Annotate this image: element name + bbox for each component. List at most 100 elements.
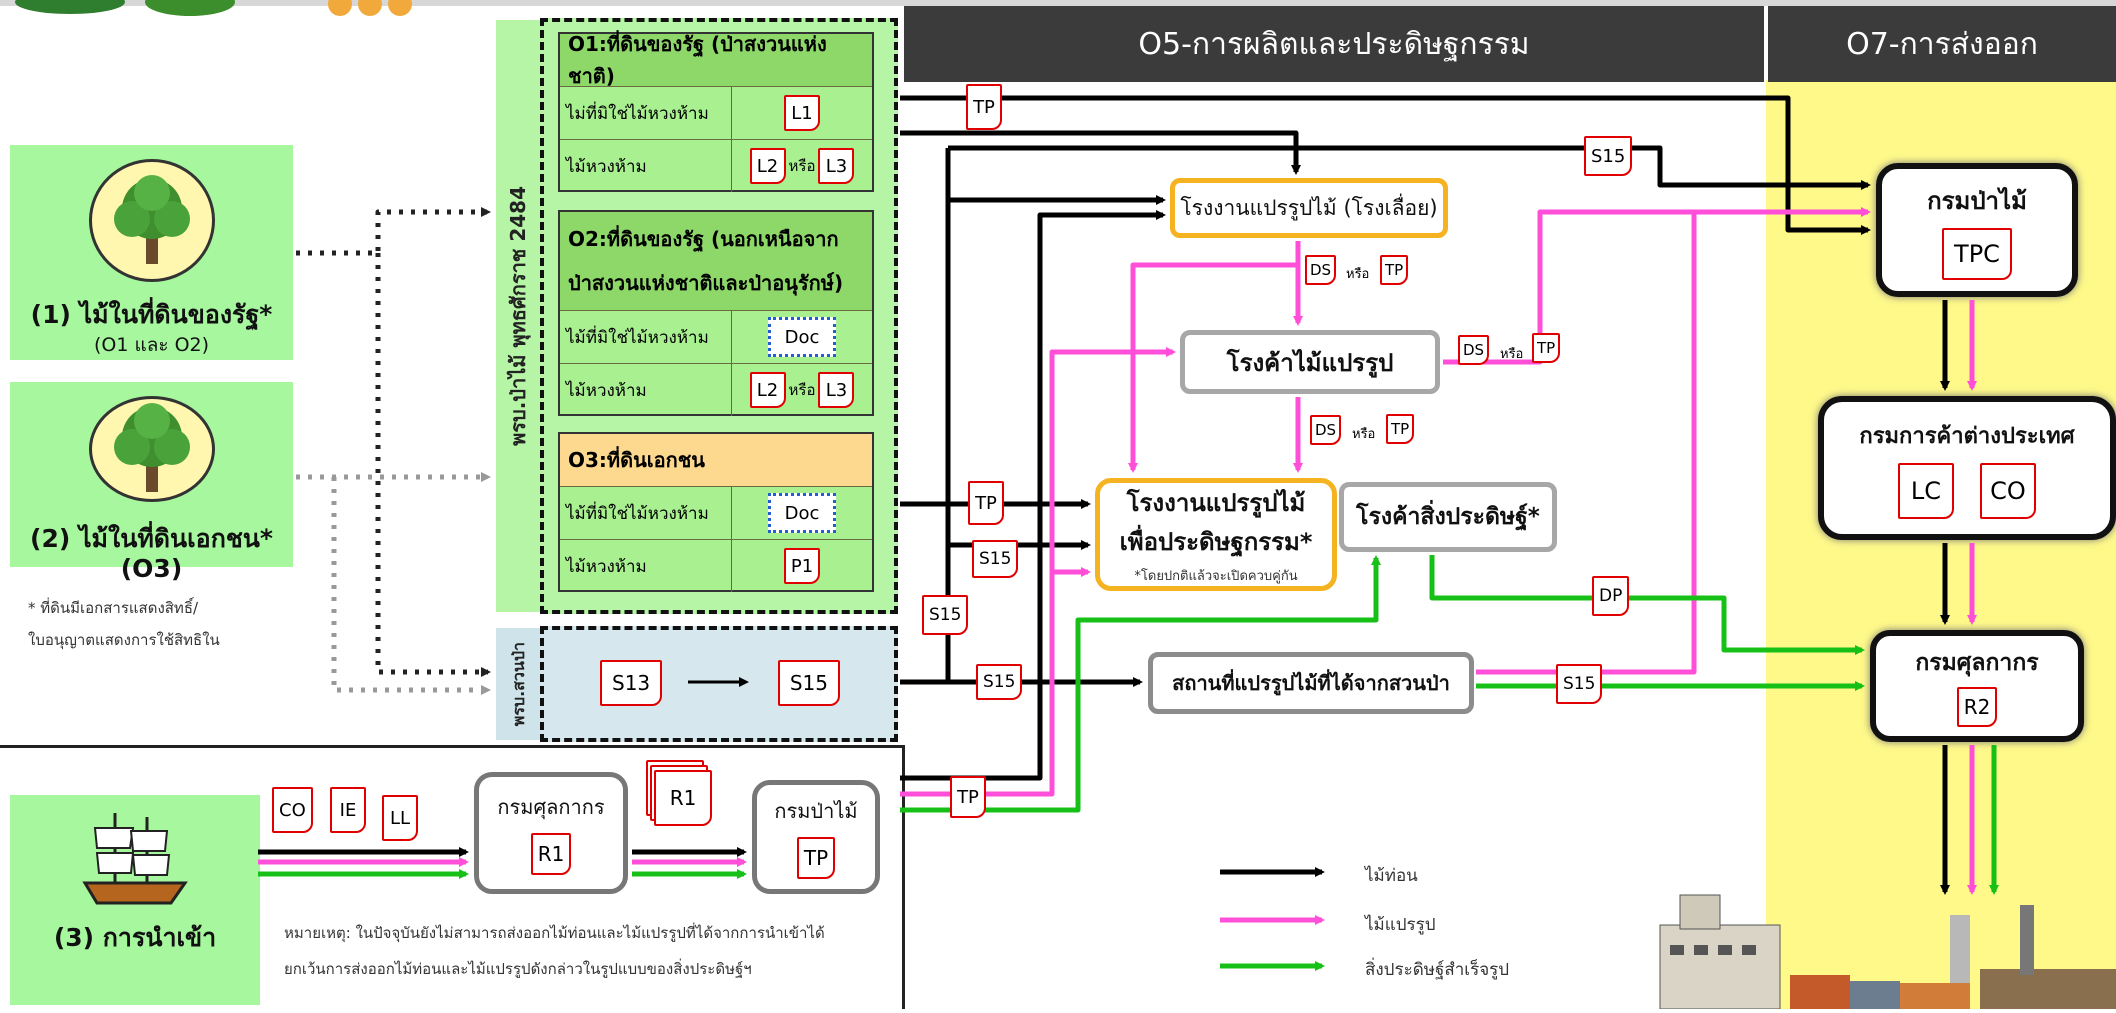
r1-stack: R1 <box>640 760 714 840</box>
o1-row2-label: ไม้หวงห้าม <box>560 140 732 192</box>
source-state-land: (1) ไม้ในที่ดินของรัฐ* (O1 และ O2) <box>10 145 293 360</box>
doc-ds-sawmill: DS <box>1305 255 1337 285</box>
source-1-sub: (O1 และ O2) <box>93 334 210 356</box>
processed-site-to-forest-dept <box>1476 212 1697 675</box>
doc-tp-top: TP <box>966 84 1002 130</box>
node-forest-dept-export: กรมป่าไม้ TPC <box>1876 163 2078 297</box>
o1-row1-label: ไม่ที่มิใช่ไม้หวงห้าม <box>560 87 732 139</box>
log-to-sawmill-top <box>900 130 1301 175</box>
doc-r1: R1 <box>530 833 572 875</box>
doc-s15-top: S15 <box>1584 136 1633 176</box>
source-import: (3) การนำเข้า <box>10 795 260 1005</box>
doc-doc: Doc <box>768 317 836 357</box>
o3-table: O3:ที่ดินเอกชน ไม้ที่มิใช่ไม้หวงห้าม Doc… <box>558 432 874 592</box>
header-o7: O7-การส่งออก <box>1768 6 2116 82</box>
o1-row-nonprotected: ไม่ที่มิใช่ไม้หวงห้าม L1 <box>560 86 872 139</box>
import-note-line1: หมายเหตุ: ในปัจจุบันยังไม่สามารถส่งออกไม… <box>284 924 825 942</box>
or-text: หรือ <box>788 381 816 399</box>
doc-tp: TP <box>796 837 836 879</box>
legend-processed-label: ไม้แปรรูป <box>1365 915 1436 935</box>
o3-row-protected: ไม้หวงห้าม P1 <box>560 539 872 592</box>
forest-act-band: พรบ.ป่าไม้ พุทธศักราช 2484 <box>496 20 540 612</box>
node-customs-export: กรมศุลกากร R2 <box>1870 630 2084 742</box>
o2-title-line1: O2:ที่ดินของรัฐ (นอกเหนือจาก <box>568 227 839 251</box>
doc-tp-import: TP <box>950 776 986 818</box>
doc-lc: LC <box>1898 462 1954 519</box>
doc-ll-import: LL <box>382 795 418 841</box>
or-text: หรือ <box>788 157 816 175</box>
factory-line2: เพื่อประดิษฐกรรม* <box>1119 528 1313 556</box>
doc-l3: L3 <box>818 372 855 408</box>
node-product-store: โรงค้าสิ่งประดิษฐ์* <box>1339 482 1557 552</box>
tree-icon <box>88 159 215 282</box>
doc-s15-trunk: S15 <box>922 595 969 635</box>
source-footnote-1: * ที่ดินมีเอกสารแสดงสิทธิ์/ <box>28 599 199 617</box>
tree-icon <box>88 396 215 502</box>
o3-row-nonprotected: ไม้ที่มิใช่ไม้หวงห้าม Doc <box>560 486 872 539</box>
factory-note: *โดยปกติแล้วจะเปิดควบคู่กัน <box>1134 569 1298 584</box>
doc-s15-plantation: S15 <box>976 664 1023 700</box>
o2-row1-label: ไม้ที่มิใช่ไม้หวงห้าม <box>560 311 732 363</box>
customs-export-label: กรมศุลกากร <box>1915 650 2039 676</box>
doc-r2: R2 <box>1956 687 1998 727</box>
legend-log-label: ไม้ท่อน <box>1365 866 1418 886</box>
logo-decoration <box>10 0 450 16</box>
doc-l3: L3 <box>818 148 855 184</box>
o2-title: O2:ที่ดินของรัฐ (นอกเหนือจาก ป่าสงวนแห่ง… <box>560 212 872 310</box>
o2-row2-label: ไม้หวงห้าม <box>560 364 732 416</box>
or-store-down: หรือ <box>1352 427 1376 442</box>
factory-line1: โรงงานแปรรูปไม้ <box>1126 489 1306 517</box>
ship-icon <box>75 803 195 917</box>
doc-co: CO <box>1980 462 2036 519</box>
plantation-act-band: พรบ.สวนป่า <box>496 628 540 740</box>
doc-r1-stack: R1 <box>654 770 712 826</box>
o2-table: O2:ที่ดินของรัฐ (นอกเหนือจาก ป่าสงวนแห่ง… <box>558 210 874 416</box>
forest-act-label: พรบ.ป่าไม้ พุทธศักราช 2484 <box>506 186 530 446</box>
o3-row2-label: ไม้หวงห้าม <box>560 540 732 592</box>
node-forest-dept-import: กรมป่าไม้ TP <box>752 780 880 894</box>
dotted-source1-to-state <box>296 207 491 256</box>
or-store-right: หรือ <box>1500 347 1524 362</box>
source-footnote-2: ใบอนุญาตแสดงการใช้สิทธิใน <box>28 631 220 649</box>
doc-s15: S15 <box>777 660 840 706</box>
doc-s15-o3: S15 <box>972 540 1019 578</box>
doc-tp-o3: TP <box>968 481 1004 525</box>
doc-ds-store-down: DS <box>1310 415 1342 445</box>
doc-ds-store-right: DS <box>1458 335 1490 365</box>
node-foreign-trade: กรมการค้าต่างประเทศ LC CO <box>1818 396 2116 540</box>
o2-row-nonprotected: ไม้ที่มิใช่ไม้หวงห้าม Doc <box>560 310 872 363</box>
node-factory: โรงงานแปรรูปไม้ เพื่อประดิษฐกรรม* *โดยปก… <box>1095 478 1337 591</box>
node-customs-import: กรมศุลกากร R1 <box>474 772 628 894</box>
doc-dp: DP <box>1592 576 1630 616</box>
source-1-label: (1) ไม้ในที่ดินของรัฐ* <box>30 300 273 329</box>
doc-s15-site: S15 <box>1556 664 1603 704</box>
doc-tp-sawmill: TP <box>1380 255 1409 285</box>
node-processed-store: โรงค้าไม้แปรรูป <box>1180 330 1440 394</box>
import-region-border <box>0 745 905 1009</box>
header-o5: O5-การผลิตและประดิษฐกรรม <box>904 6 1764 82</box>
source-private-land: (2) ไม้ในที่ดินเอกชน* (O3) <box>10 382 293 583</box>
o3-row1-label: ไม้ที่มิใช่ไม้หวงห้าม <box>560 487 732 539</box>
doc-ie-import: IE <box>330 787 366 833</box>
import-note-line2: ยกเว้นการส่งออกไม้ท่อนและไม้แปรรูปดังกล่… <box>284 960 752 978</box>
o1-title: O1:ที่ดินของรัฐ (ป่าสงวนแห่งชาติ) <box>560 32 872 88</box>
o3-title: O3:ที่ดินเอกชน <box>560 434 872 486</box>
customs-import-label: กรมศุลกากร <box>497 795 605 819</box>
doc-p1: P1 <box>783 548 821 584</box>
dotted-source2-to-plantation <box>331 477 491 695</box>
node-plantation-site: สถานที่แปรรูปไม้ที่ได้จากสวนป่า <box>1148 652 1474 714</box>
dotted-source1-to-plantation <box>375 253 491 677</box>
doc-s13: S13 <box>600 660 663 706</box>
source-2-label: (2) ไม้ในที่ดินเอกชน* (O3) <box>30 524 273 583</box>
o1-table: O1:ที่ดินของรัฐ (ป่าสงวนแห่งชาติ) ไม่ที่… <box>558 32 874 192</box>
foreign-trade-label: กรมการค้าต่างประเทศ <box>1859 423 2075 449</box>
plantation-flow: S13 S15 <box>600 655 840 711</box>
top-banner-strip <box>0 0 2116 6</box>
doc-l2: L2 <box>749 148 786 184</box>
plantation-act-label: พรบ.สวนป่า <box>508 641 528 727</box>
cargo-ship-image <box>1650 885 2116 1010</box>
doc-doc: Doc <box>768 493 836 533</box>
doc-co-import: CO <box>272 787 313 833</box>
